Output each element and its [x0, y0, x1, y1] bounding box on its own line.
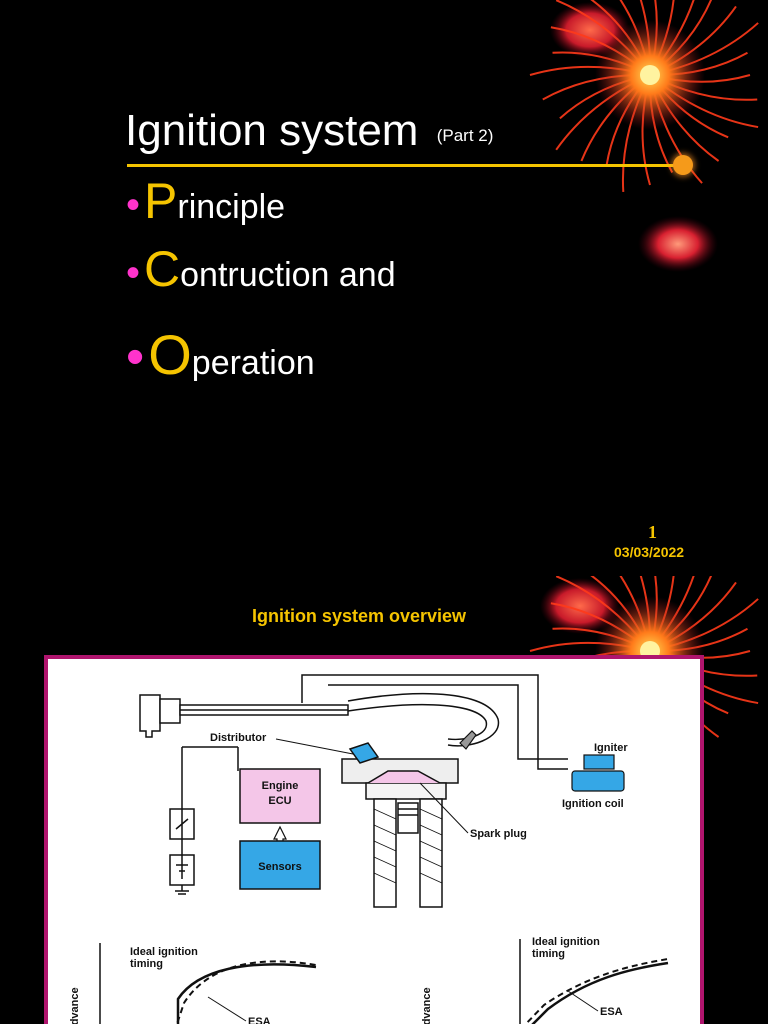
- bullet-principle: • P rinciple: [126, 172, 285, 230]
- overview-title: Ignition system overview: [251, 606, 467, 626]
- distributor-shaft: [139, 694, 349, 738]
- ignition-coil-icon: [571, 770, 625, 792]
- firework-decoration-icon: [529, 0, 759, 193]
- bullet-construction: • C ontruction and: [126, 240, 396, 298]
- ideal-timing-label-right-2: timing: [532, 948, 565, 960]
- glow-orb-icon: [638, 216, 718, 272]
- bullet-text: rinciple: [177, 188, 286, 226]
- bullet-text: ontruction and: [180, 256, 396, 294]
- timing-graph-right: ark advance Ideal ignition timing ESA: [421, 936, 669, 1024]
- engine-ecu-box: [239, 768, 321, 824]
- battery-switch-circuit: [169, 746, 239, 895]
- sensors-box: [239, 840, 321, 890]
- ideal-timing-label-right-1: Ideal ignition: [532, 936, 600, 948]
- bullet-initial: O: [148, 323, 192, 386]
- esa-label-right: ESA: [600, 1006, 623, 1018]
- page-number: 1: [648, 522, 657, 542]
- ecu-label-line2: ECU: [268, 795, 291, 807]
- bullet-text: peration: [191, 344, 315, 382]
- title-sub: (Part 2): [436, 126, 494, 145]
- ignition-coil-label: Ignition coil: [562, 798, 624, 810]
- title-underline: [127, 164, 679, 167]
- title-rule-dot-icon: [673, 155, 693, 175]
- engine-cylinder: [341, 742, 459, 908]
- timing-graph-left: ark advance Ideal ignition timing ESA: [69, 943, 317, 1024]
- igniter-label: Igniter: [594, 742, 628, 754]
- axis-label-right: ark advance: [421, 987, 433, 1024]
- slide-title: Ignition system (Part 2): [125, 104, 493, 163]
- bullet-initial: P: [144, 173, 178, 229]
- bullet-dot-icon: •: [126, 328, 145, 386]
- bullet-dot-icon: •: [126, 251, 141, 295]
- slide-2: Ignition system overview: [0, 576, 768, 1024]
- title-main: Ignition system: [125, 106, 419, 155]
- igniter-box: [583, 754, 615, 770]
- esa-label-left: ESA: [248, 1016, 271, 1024]
- axis-label-left: ark advance: [69, 987, 81, 1024]
- bullet-initial: C: [144, 241, 181, 297]
- slide-1: Ignition system (Part 2) • P rinciple • …: [125, 0, 759, 560]
- sensors-label: Sensors: [258, 861, 301, 873]
- ideal-timing-label-left-2: timing: [130, 958, 163, 970]
- spark-plug-icon: [459, 730, 477, 750]
- hv-wire-loop: [301, 674, 568, 770]
- spark-plug-label: Spark plug: [470, 828, 527, 840]
- ignition-diagram-frame: Engine ECU Sensors Distributor: [44, 655, 704, 1024]
- ecu-label-line1: Engine: [262, 780, 299, 792]
- distributor-label: Distributor: [210, 732, 267, 744]
- bullet-operation: • O peration: [126, 322, 315, 387]
- bullet-dot-icon: •: [126, 183, 141, 227]
- slide-date: 03/03/2022: [614, 544, 685, 560]
- ideal-timing-label-left-1: Ideal ignition: [130, 946, 198, 958]
- ignition-system-diagram: Engine ECU Sensors Distributor: [69, 674, 669, 1024]
